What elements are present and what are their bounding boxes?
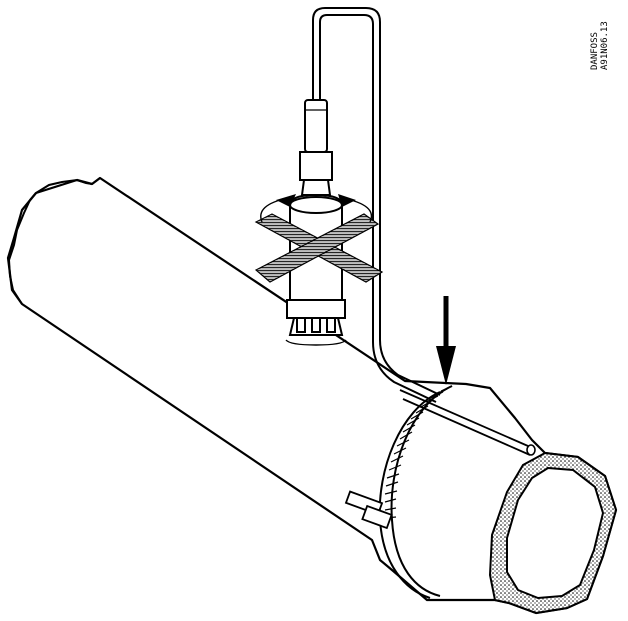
pipe-cross-section (488, 451, 618, 615)
temperature-probe (399, 389, 536, 456)
forbidden-cross (254, 213, 384, 283)
down-arrow-icon (436, 296, 456, 385)
pressure-transmitter (286, 99, 346, 336)
rotate-right-arrowhead-icon (338, 194, 356, 207)
pipe-left-end (7, 192, 37, 305)
capillary-tube (312, 7, 441, 403)
pipe-clamp-band (344, 385, 453, 599)
rotate-left-arrowhead-icon (276, 194, 296, 207)
